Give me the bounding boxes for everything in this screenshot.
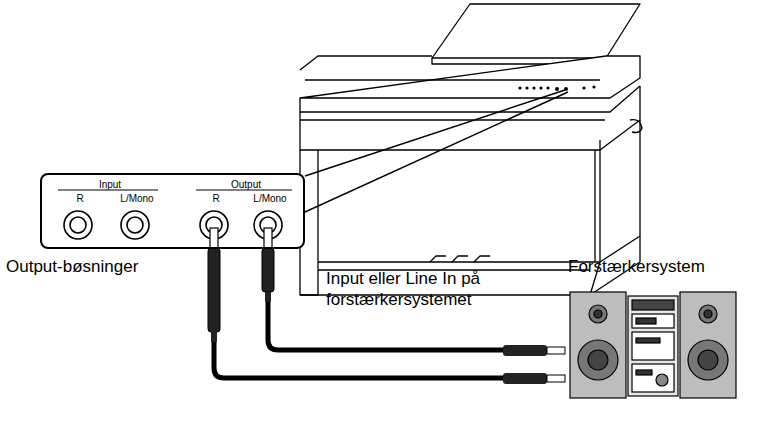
device-label: Forstærkersystem	[568, 256, 705, 277]
jack-name: R	[76, 193, 83, 205]
jack-panel: InputR L/Mono OutputR L/Mono	[40, 173, 305, 249]
callout-leader	[305, 90, 568, 212]
jack-plug	[208, 228, 565, 384]
jack-group-heading: Output	[231, 179, 261, 191]
jack-name: R	[212, 193, 219, 205]
connection-note: Input eller Line In på forstærkersysteme…	[326, 268, 526, 310]
caption-label: Output-bøsninger	[6, 256, 138, 277]
jack-name: L/Mono	[253, 193, 286, 205]
jack-sockets	[64, 211, 282, 239]
digital-piano	[300, 4, 642, 295]
cable	[214, 300, 505, 378]
jack-group-heading: Input	[99, 179, 121, 191]
amplifier-system	[570, 292, 736, 398]
jack-name: L/Mono	[120, 193, 153, 205]
